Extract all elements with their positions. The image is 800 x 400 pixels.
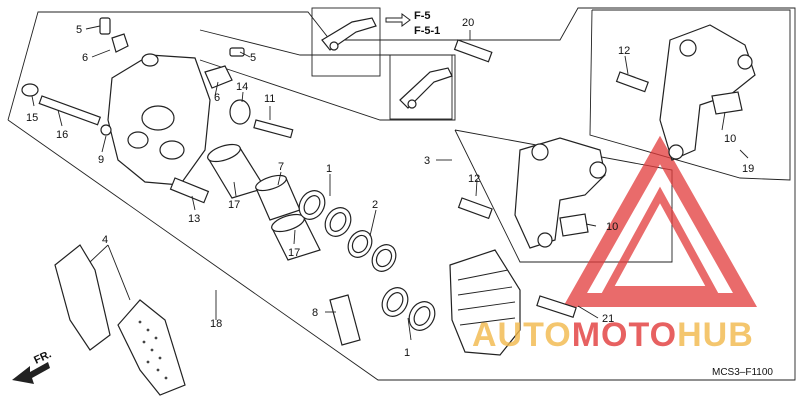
hose-frame-outline xyxy=(199,29,456,121)
callout-1a: 1 xyxy=(326,163,332,175)
piston-7 xyxy=(255,174,301,221)
callout-11: 11 xyxy=(264,93,275,105)
leader-lines xyxy=(31,25,749,341)
ref-arrow-icon xyxy=(385,13,411,27)
callout-10b: 10 xyxy=(606,221,618,233)
seal-1c xyxy=(381,287,409,317)
hose-fitting-6b xyxy=(204,65,233,89)
callout-16: 16 xyxy=(56,129,68,141)
clip-10a xyxy=(711,91,743,115)
seal-1b xyxy=(324,207,352,237)
callout-1b: 1 xyxy=(404,347,410,359)
mounting-bracket-19 xyxy=(659,24,756,161)
callout-13: 13 xyxy=(188,213,200,225)
caliper-body-right xyxy=(449,249,521,356)
callout-21: 21 xyxy=(602,313,614,325)
bolt-12a xyxy=(615,71,649,93)
pad-spring-8 xyxy=(329,294,361,346)
callout-4: 4 xyxy=(102,234,108,246)
pin-11 xyxy=(253,119,294,139)
clip-9 xyxy=(100,124,112,136)
callout-6b: 6 xyxy=(214,92,220,104)
hose-joint-upper xyxy=(311,7,381,77)
front-label: FR. xyxy=(32,348,53,366)
callout-12a: 12 xyxy=(618,45,630,57)
bolt-12b xyxy=(457,197,493,220)
bracket-frame-outline xyxy=(589,9,791,181)
callout-10a: 10 xyxy=(724,133,736,145)
boot-15 xyxy=(21,83,39,97)
caliper-bracket-3 xyxy=(514,137,607,249)
hose-joint-lower xyxy=(389,54,453,120)
seal-1d xyxy=(408,301,436,331)
callout-18: 18 xyxy=(210,318,222,330)
main-frame-outline xyxy=(7,7,796,381)
callout-3: 3 xyxy=(424,155,430,167)
callout-20: 20 xyxy=(462,17,474,29)
watermark-moto: MOTO xyxy=(572,316,677,354)
callout-17a: 17 xyxy=(228,199,240,211)
seal-2b xyxy=(371,244,397,272)
callout-8: 8 xyxy=(312,307,318,319)
callout-19: 19 xyxy=(742,163,754,175)
bolt-20 xyxy=(453,39,493,63)
callout-12b: 12 xyxy=(468,173,480,185)
seal-2a xyxy=(347,230,373,258)
brake-pad-right xyxy=(117,299,186,396)
brake-pad-left xyxy=(54,244,111,351)
bolt-21 xyxy=(536,295,577,319)
callout-2: 2 xyxy=(372,199,378,211)
caliper-body-left xyxy=(107,53,211,186)
diagram-code: MCS3–F1100 xyxy=(712,367,773,378)
callout-9: 9 xyxy=(98,154,104,166)
callout-5a: 5 xyxy=(76,24,82,36)
callout-14: 14 xyxy=(236,81,248,93)
watermark-hub: HUB xyxy=(677,316,754,354)
callout-5b: 5 xyxy=(250,52,256,64)
watermark-triangle xyxy=(562,135,758,307)
bleeder-13 xyxy=(169,177,210,204)
bleed-screw-5 xyxy=(99,17,129,53)
watermark-auto: AUTO xyxy=(472,316,572,354)
front-arrow-icon xyxy=(12,362,50,384)
clip-10b xyxy=(559,213,589,237)
callout-7: 7 xyxy=(278,161,284,173)
piston-17-lower xyxy=(271,213,321,261)
ref-label-f5: F-5 xyxy=(414,10,431,22)
callout-6a: 6 xyxy=(82,52,88,64)
watermark-text: AUTOMOTOHUB xyxy=(472,316,754,354)
ref-label-f5-1: F-5-1 xyxy=(414,25,440,37)
callout-15: 15 xyxy=(26,112,38,124)
callout-17b: 17 xyxy=(288,247,300,259)
boot-14 xyxy=(229,99,251,125)
pin-16 xyxy=(38,95,102,126)
bleed-screw-5b xyxy=(229,47,245,57)
seal-1a xyxy=(298,190,326,220)
